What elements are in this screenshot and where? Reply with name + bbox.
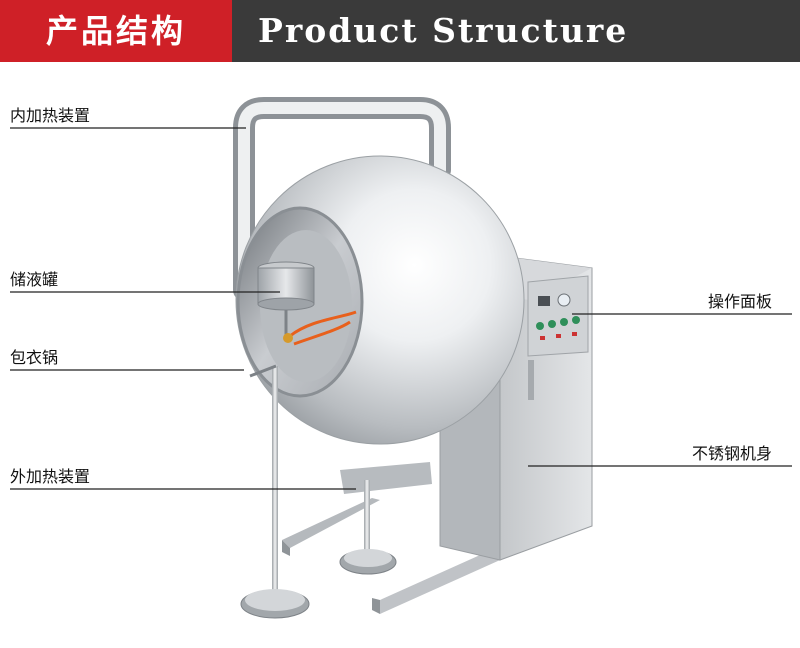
coating-machine-illustration — [10, 97, 792, 619]
title-chinese: 产品结构 — [45, 12, 186, 50]
leader-lines — [10, 127, 792, 490]
label-liquid-tank: 储液罐 — [10, 270, 59, 289]
label-outer-heating: 外加热装置 — [10, 467, 91, 486]
header-red-block — [0, 0, 232, 62]
label-inner-heating: 内加热装置 — [10, 106, 91, 125]
liquid-tank — [257, 261, 357, 346]
title-english: Product Structure — [258, 11, 629, 50]
label-coating-pan: 包衣锅 — [10, 348, 59, 367]
label-control-panel: 操作面板 — [708, 292, 773, 311]
label-stainless-body: 不锈钢机身 — [692, 444, 773, 463]
outer-heating-stands — [240, 364, 397, 619]
header-bar: 产品结构 Product Structure — [0, 0, 800, 62]
inner-heating-pipe — [233, 97, 451, 301]
